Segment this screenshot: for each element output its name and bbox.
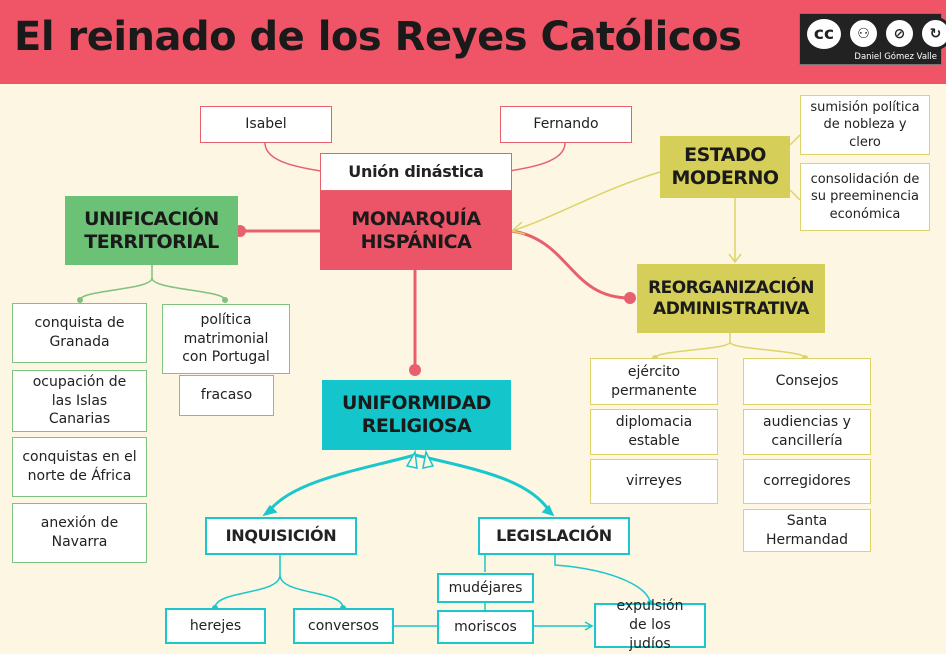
- unificacion-line-2: TERRITORIAL: [84, 230, 219, 253]
- node-diplomacia: diplomacia estable: [590, 409, 718, 455]
- license-icons: cc ⚇ ⊘ ↻: [804, 16, 946, 52]
- node-audiencias: audiencias y cancillería: [743, 409, 871, 455]
- node-fernando: Fernando: [500, 106, 632, 143]
- license-badge[interactable]: cc ⚇ ⊘ ↻ Daniel Gómez Valle: [799, 13, 946, 65]
- node-sumision: sumisión política de nobleza y clero: [800, 95, 930, 155]
- monarquia-line-2: HISPÁNICA: [360, 230, 472, 253]
- node-moriscos: moriscos: [437, 610, 534, 644]
- node-estado-moderno: ESTADO MODERNO: [660, 136, 790, 198]
- node-isabel: Isabel: [200, 106, 332, 143]
- node-mudejares: mudéjares: [437, 573, 534, 603]
- nc-icon: ⊘: [883, 17, 916, 50]
- reorg-line-1: REORGANIZACIÓN: [648, 278, 814, 299]
- by-icon: ⚇: [847, 17, 880, 50]
- node-uniformidad-religiosa: UNIFORMIDAD RELIGIOSA: [322, 380, 511, 450]
- estado-line-1: ESTADO: [684, 144, 766, 167]
- node-consejos: Consejos: [743, 358, 871, 405]
- node-corregidores: corregidores: [743, 459, 871, 504]
- reorg-line-2: ADMINISTRATIVA: [653, 298, 809, 319]
- node-reorganizacion-administrativa: REORGANIZACIÓN ADMINISTRATIVA: [637, 264, 825, 333]
- node-fracaso: fracaso: [179, 375, 274, 416]
- node-consolidacion: consolidación de su preeminencia económi…: [800, 163, 930, 231]
- node-granada: conquista de Granada: [12, 303, 147, 363]
- unificacion-line-1: UNIFICACIÓN: [84, 207, 219, 230]
- header-bar: El reinado de los Reyes Católicos cc ⚇ ⊘…: [0, 0, 946, 84]
- uniformidad-line-2: RELIGIOSA: [361, 415, 472, 437]
- monarquia-line-1: MONARQUÍA: [351, 207, 481, 230]
- node-inquisicion: INQUISICIÓN: [205, 517, 357, 555]
- license-author: Daniel Gómez Valle: [854, 52, 937, 62]
- uniformidad-line-1: UNIFORMIDAD: [342, 392, 491, 415]
- page-title: El reinado de los Reyes Católicos: [14, 14, 742, 60]
- estado-line-2: MODERNO: [671, 167, 780, 189]
- node-portugal: política matrimonial con Portugal: [162, 304, 290, 374]
- node-herejes: herejes: [165, 608, 266, 644]
- sa-icon: ↻: [919, 17, 946, 50]
- node-monarquia-hispanica: MONARQUÍA HISPÁNICA: [320, 191, 512, 270]
- node-africa: conquistas en el norte de África: [12, 437, 147, 497]
- node-ejercito: ejército permanente: [590, 358, 718, 405]
- node-navarra: anexión de Navarra: [12, 503, 147, 563]
- node-expulsion: expulsión de los judíos: [594, 598, 706, 652]
- node-virreyes: virreyes: [590, 459, 718, 504]
- node-conversos: conversos: [293, 608, 394, 644]
- node-canarias: ocupación de las Islas Canarias: [12, 370, 147, 432]
- node-santa-hermandad: Santa Hermandad: [743, 509, 871, 552]
- node-union-dinastica: Unión dinástica: [320, 153, 512, 191]
- node-legislacion: LEGISLACIÓN: [478, 517, 630, 555]
- node-unificacion-territorial: UNIFICACIÓN TERRITORIAL: [65, 196, 238, 265]
- cc-icon: cc: [804, 16, 844, 52]
